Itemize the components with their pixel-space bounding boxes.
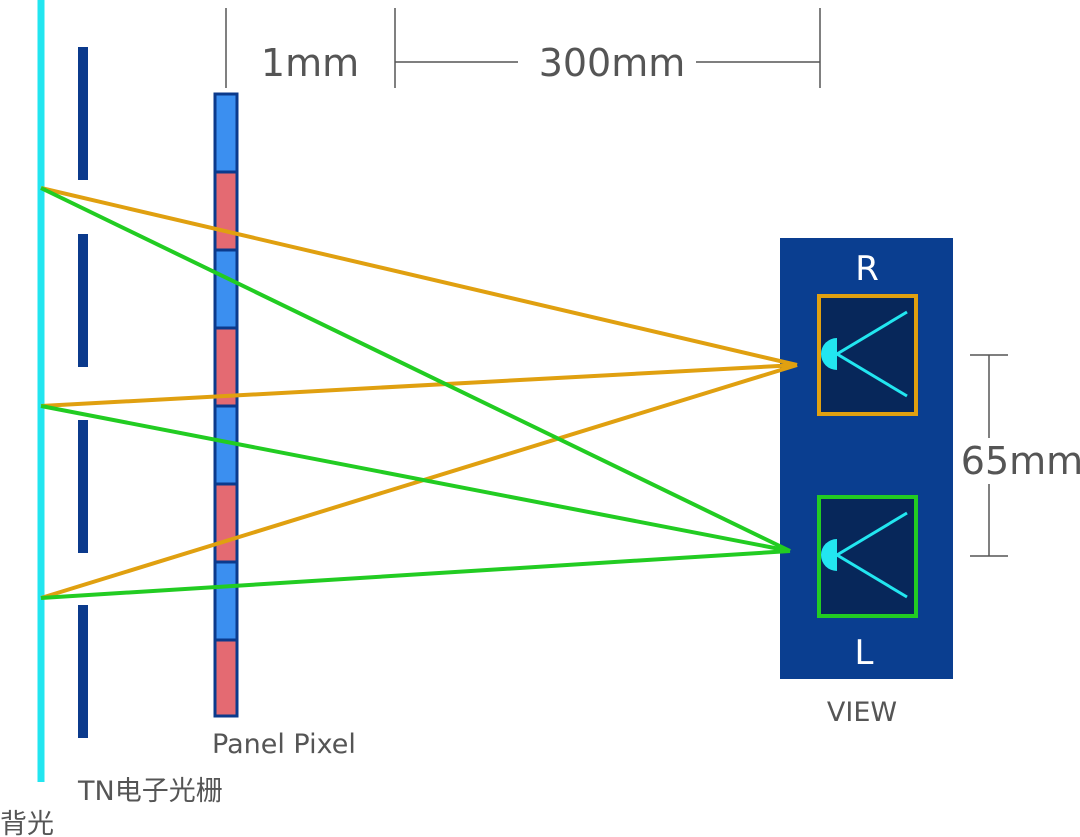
panel-pixel-label: Panel Pixel <box>212 729 356 760</box>
left-eye-label: L <box>855 633 874 673</box>
barrier-segment <box>78 234 88 367</box>
panel-pixel <box>213 560 239 642</box>
ray-right <box>40 363 798 408</box>
eye-spacing-dimension: 65mm <box>961 354 1080 557</box>
rays-left-eye <box>40 186 791 600</box>
gap-small-label: 1mm <box>261 41 359 85</box>
panel-pixel <box>213 170 239 252</box>
barrier-segment <box>78 605 88 738</box>
ray-right <box>40 363 798 600</box>
barrier-segment <box>78 420 88 553</box>
barrier-label: TN电子光栅 <box>77 776 223 807</box>
view-label: VIEW <box>827 697 897 728</box>
backlight-label: 背光 <box>0 809 54 837</box>
panel-pixel <box>213 248 239 330</box>
ray-right <box>40 186 798 367</box>
panel-pixel <box>213 638 239 718</box>
panel-pixel <box>213 482 239 564</box>
panel-pixel-column <box>213 92 239 718</box>
tn-barrier <box>78 47 88 738</box>
right-eye <box>817 294 918 416</box>
eye-icon <box>821 511 908 599</box>
panel-pixel <box>213 92 239 174</box>
eye-icon <box>821 310 908 398</box>
gap-large-label: 300mm <box>539 41 686 85</box>
eye-spacing-label: 65mm <box>961 439 1080 483</box>
ray-left <box>40 549 791 600</box>
barrier-segment <box>78 47 88 180</box>
left-eye <box>817 495 918 618</box>
ray-left <box>40 404 791 553</box>
rays-right-eye <box>40 186 798 600</box>
top-dimensions: 1mm 300mm <box>225 8 821 88</box>
ray-left <box>40 186 791 553</box>
right-eye-label: R <box>855 249 879 289</box>
